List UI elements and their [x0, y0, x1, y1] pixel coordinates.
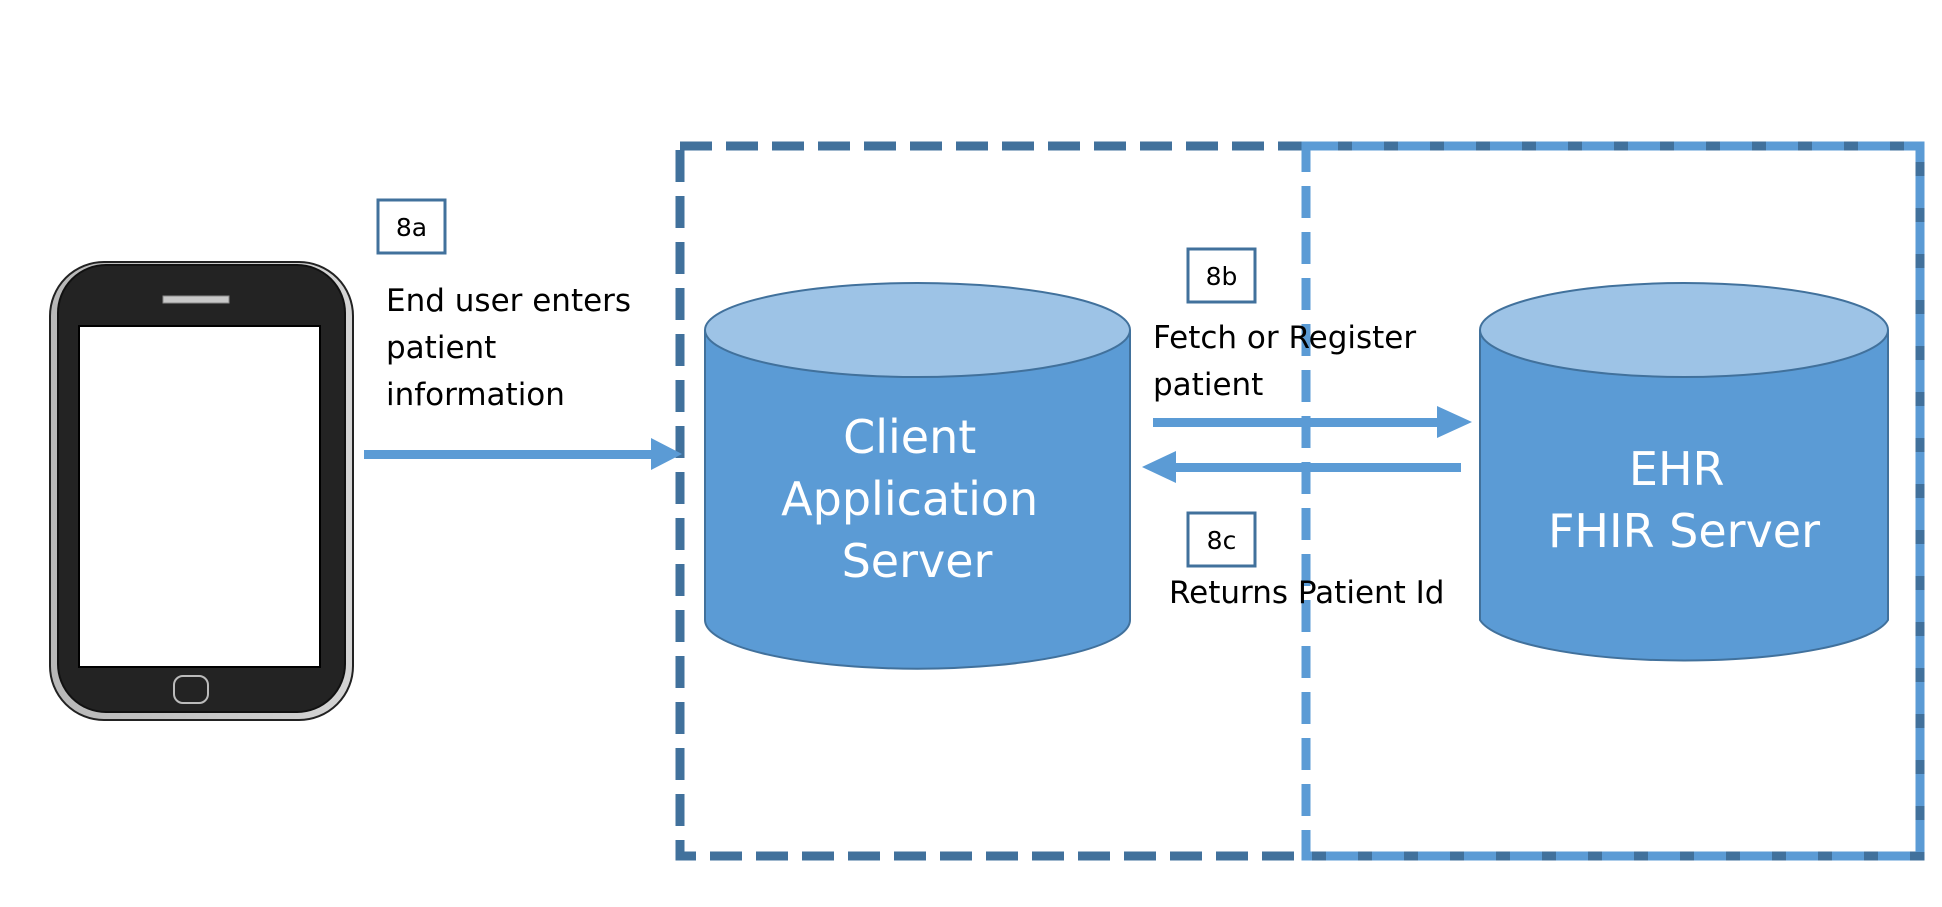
- arrow-fetch-register: [1153, 406, 1472, 438]
- step-8c-label: 8c: [1207, 526, 1237, 555]
- step-8b: 8b Fetch or Register patient: [1153, 247, 1426, 403]
- ehr-server-label: EHR FHIR Server: [1548, 442, 1820, 558]
- arrow-returns-patient-id: [1142, 451, 1461, 483]
- system-boundary-ehr: [1301, 141, 1925, 861]
- step-8c-text: Returns Patient Id: [1169, 575, 1445, 611]
- step-8b-box: [1186, 247, 1257, 304]
- home-button: [173, 675, 209, 704]
- client-cylinder-body: [704, 330, 1131, 670]
- speaker-slot: [162, 295, 230, 304]
- client-application-server: Client Application Server: [704, 282, 1131, 670]
- smartphone-icon: [49, 261, 354, 721]
- phone-screen: [78, 325, 321, 668]
- step-8a-box: [376, 198, 447, 255]
- step-8a-label: 8a: [396, 213, 427, 242]
- arrow-phone-to-client: [364, 438, 682, 470]
- ehr-cylinder-top: [1479, 282, 1889, 378]
- step-8c: 8c Returns Patient Id: [1169, 511, 1445, 611]
- step-8a-text: End user enters patient information: [386, 283, 641, 413]
- step-8b-text: Fetch or Register patient: [1153, 320, 1426, 403]
- step-8a: 8a End user enters patient information: [376, 198, 641, 413]
- ehr-fhir-server: EHR FHIR Server: [1479, 282, 1889, 662]
- client-cylinder-top: [704, 282, 1131, 378]
- step-8c-box: [1186, 511, 1257, 568]
- step-8b-label: 8b: [1206, 262, 1238, 291]
- ehr-cylinder-body: [1479, 330, 1889, 662]
- client-server-label: Client Application Server: [781, 410, 1053, 588]
